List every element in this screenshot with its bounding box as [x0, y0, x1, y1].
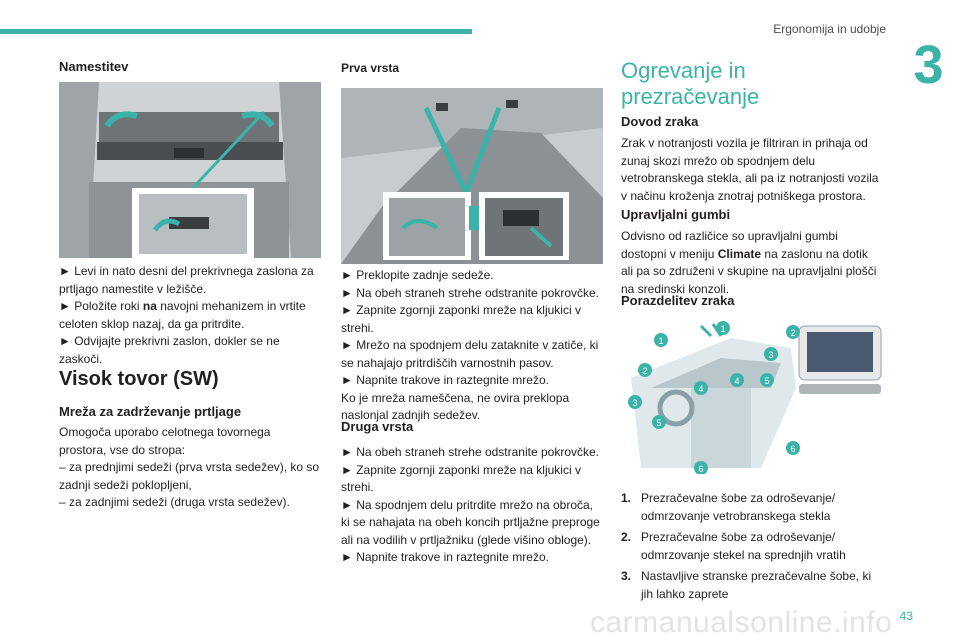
svg-text:6: 6	[698, 464, 703, 474]
callout-2: 2	[786, 325, 800, 339]
svg-text:4: 4	[734, 376, 739, 386]
callout-3: 3	[764, 347, 778, 361]
svg-text:1: 1	[720, 324, 725, 334]
chapter-title: Ergonomija in udobje	[773, 22, 886, 36]
heading-porazdelitev-zraka: Porazdelitev zraka	[621, 293, 735, 308]
svg-text:6: 6	[790, 444, 795, 454]
heading-visok-tovor: Visok tovor (SW)	[59, 368, 219, 390]
figure-net-first-row	[341, 88, 603, 264]
step-1: ► Levi in nato desni del prekrivnega zas…	[59, 264, 314, 296]
watermark: carmanualsonline.info	[590, 606, 893, 639]
callout-6b: 6	[694, 461, 708, 474]
heading-prva-vrsta: Prva vrsta	[341, 61, 400, 75]
prva-vrsta-text: ► Preklopite zadnje sedeže. ► Na obeh st…	[341, 268, 600, 422]
svg-text:2: 2	[642, 366, 647, 376]
callout-4b: 4	[694, 381, 708, 395]
svg-text:1: 1	[658, 336, 663, 346]
figure-air-distribution: 1 1 2 2 3 3 4 4 5 5 6 6	[621, 318, 883, 474]
air-vents-list: 1.Prezračevalne šobe za odroševanje/ odm…	[621, 490, 883, 607]
callout-1: 1	[716, 321, 730, 335]
svg-text:4: 4	[698, 384, 703, 394]
druga-vrsta-text: ► Na obeh straneh strehe odstranite pokr…	[341, 445, 600, 564]
dovod-zraka-text: Zrak v notranjosti vozila je filtriran i…	[621, 136, 879, 203]
callout-4: 4	[730, 373, 744, 387]
chapter-number: 3	[913, 35, 944, 95]
svg-text:5: 5	[764, 376, 769, 386]
step-2: ► Položite roki na navojni mehanizem in …	[59, 299, 306, 331]
heading-mreza: Mreža za zadrževanje prtljage	[59, 404, 242, 419]
callout-2b: 2	[638, 363, 652, 377]
callout-6: 6	[786, 441, 800, 455]
heading-druga-vrsta: Druga vrsta	[341, 419, 414, 434]
svg-text:3: 3	[632, 398, 637, 408]
mreza-text: Omogoča uporabo celotnega tovornega pros…	[59, 425, 320, 509]
heading-dovod-zraka: Dovod zraka	[621, 114, 699, 129]
header-accent-bar	[0, 29, 472, 34]
callout-1b: 1	[654, 333, 668, 347]
upravljalni-gumbi-text: Odvisno od različice so upravljalni gumb…	[621, 229, 877, 296]
steps-paragraph: ► Levi in nato desni del prekrivnega zas…	[59, 263, 321, 368]
svg-text:2: 2	[790, 328, 795, 338]
svg-text:3: 3	[768, 350, 773, 360]
step-3: ► Odvijajte prekrivni zaslon, dokler se …	[59, 334, 280, 366]
page-number: 43	[899, 609, 913, 623]
callout-3b: 3	[628, 395, 642, 409]
list-item: 3.Nastavljive stranske prezračevalne šob…	[621, 569, 872, 601]
heading-upravljalni-gumbi: Upravljalni gumbi	[621, 207, 731, 222]
list-item: 1.Prezračevalne šobe za odroševanje/ odm…	[621, 491, 836, 523]
heading-namestitev: Namestitev	[59, 59, 129, 74]
list-item: 2.Prezračevalne šobe za odroševanje/ odm…	[621, 530, 846, 562]
heading-ogrevanje: Ogrevanje in prezračevanje	[621, 58, 760, 109]
svg-text:5: 5	[656, 418, 661, 428]
figure-cargo-cover	[59, 82, 321, 258]
callout-5: 5	[760, 373, 774, 387]
chapter-tab: 3	[897, 30, 960, 100]
callout-5b: 5	[652, 415, 666, 429]
